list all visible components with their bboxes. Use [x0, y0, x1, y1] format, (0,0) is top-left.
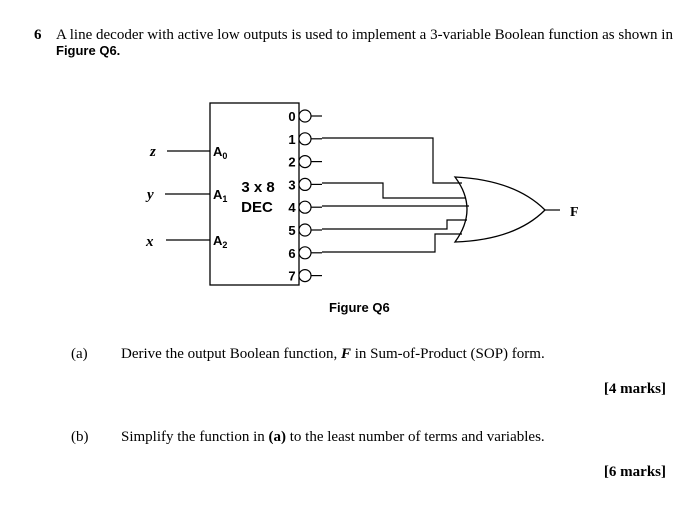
output-pin-label-2: 2 — [288, 155, 295, 170]
part-a-marks: [4 marks] — [603, 381, 666, 397]
inversion-bubble-4 — [298, 200, 312, 214]
wire-output-1 — [322, 137, 462, 184]
pin-label-a1: A1 — [213, 187, 227, 204]
decoder-type-label: DEC — [241, 199, 273, 216]
decoder-outputs: 0 1 2 3 4 5 6 7 — [288, 109, 322, 284]
input-var-y: y — [145, 187, 154, 203]
decoder-circuit-figure: 3 x 8 DEC z y x A0 A1 A2 0 1 2 3 4 5 6 7 F — [145, 102, 579, 286]
or-gate — [453, 176, 546, 243]
inversion-bubble-7 — [298, 269, 312, 283]
inversion-bubble-1 — [298, 132, 312, 146]
question-text: A line decoder with active low outputs i… — [56, 27, 673, 43]
figure-caption: Figure Q6 — [329, 300, 390, 315]
output-pin-label-4: 4 — [288, 200, 296, 215]
wire-output-3 — [322, 182, 466, 199]
wire-output-5 — [322, 219, 467, 230]
figure-reference: Figure Q6. — [56, 43, 121, 58]
decoder-size-label: 3 x 8 — [241, 179, 274, 196]
input-var-z: z — [149, 144, 156, 160]
wire-output-6 — [322, 233, 462, 253]
output-pin-label-1: 1 — [288, 132, 295, 147]
output-pin-label-5: 5 — [288, 223, 295, 238]
output-pin-label-0: 0 — [288, 109, 295, 124]
output-pin-label-7: 7 — [288, 269, 295, 284]
input-var-x: x — [145, 234, 154, 250]
pin-label-a0: A0 — [213, 144, 227, 161]
part-b-marks: [6 marks] — [603, 464, 666, 480]
part-b-label: (b) — [71, 429, 89, 445]
inversion-bubble-6 — [298, 246, 312, 260]
output-label-f: F — [570, 205, 579, 220]
part-a-label: (a) — [71, 346, 88, 362]
output-pin-label-3: 3 — [288, 177, 295, 192]
inversion-bubble-3 — [298, 177, 312, 191]
question-number: 6 — [34, 27, 42, 43]
inversion-bubble-0 — [298, 109, 312, 123]
output-pin-label-6: 6 — [288, 246, 295, 261]
inversion-bubble-2 — [298, 155, 312, 169]
inversion-bubble-5 — [298, 223, 312, 237]
pin-label-a2: A2 — [213, 233, 227, 250]
part-b-text: Simplify the function in (a) to the leas… — [121, 429, 545, 445]
part-a-text: Derive the output Boolean function, F in… — [121, 346, 545, 362]
